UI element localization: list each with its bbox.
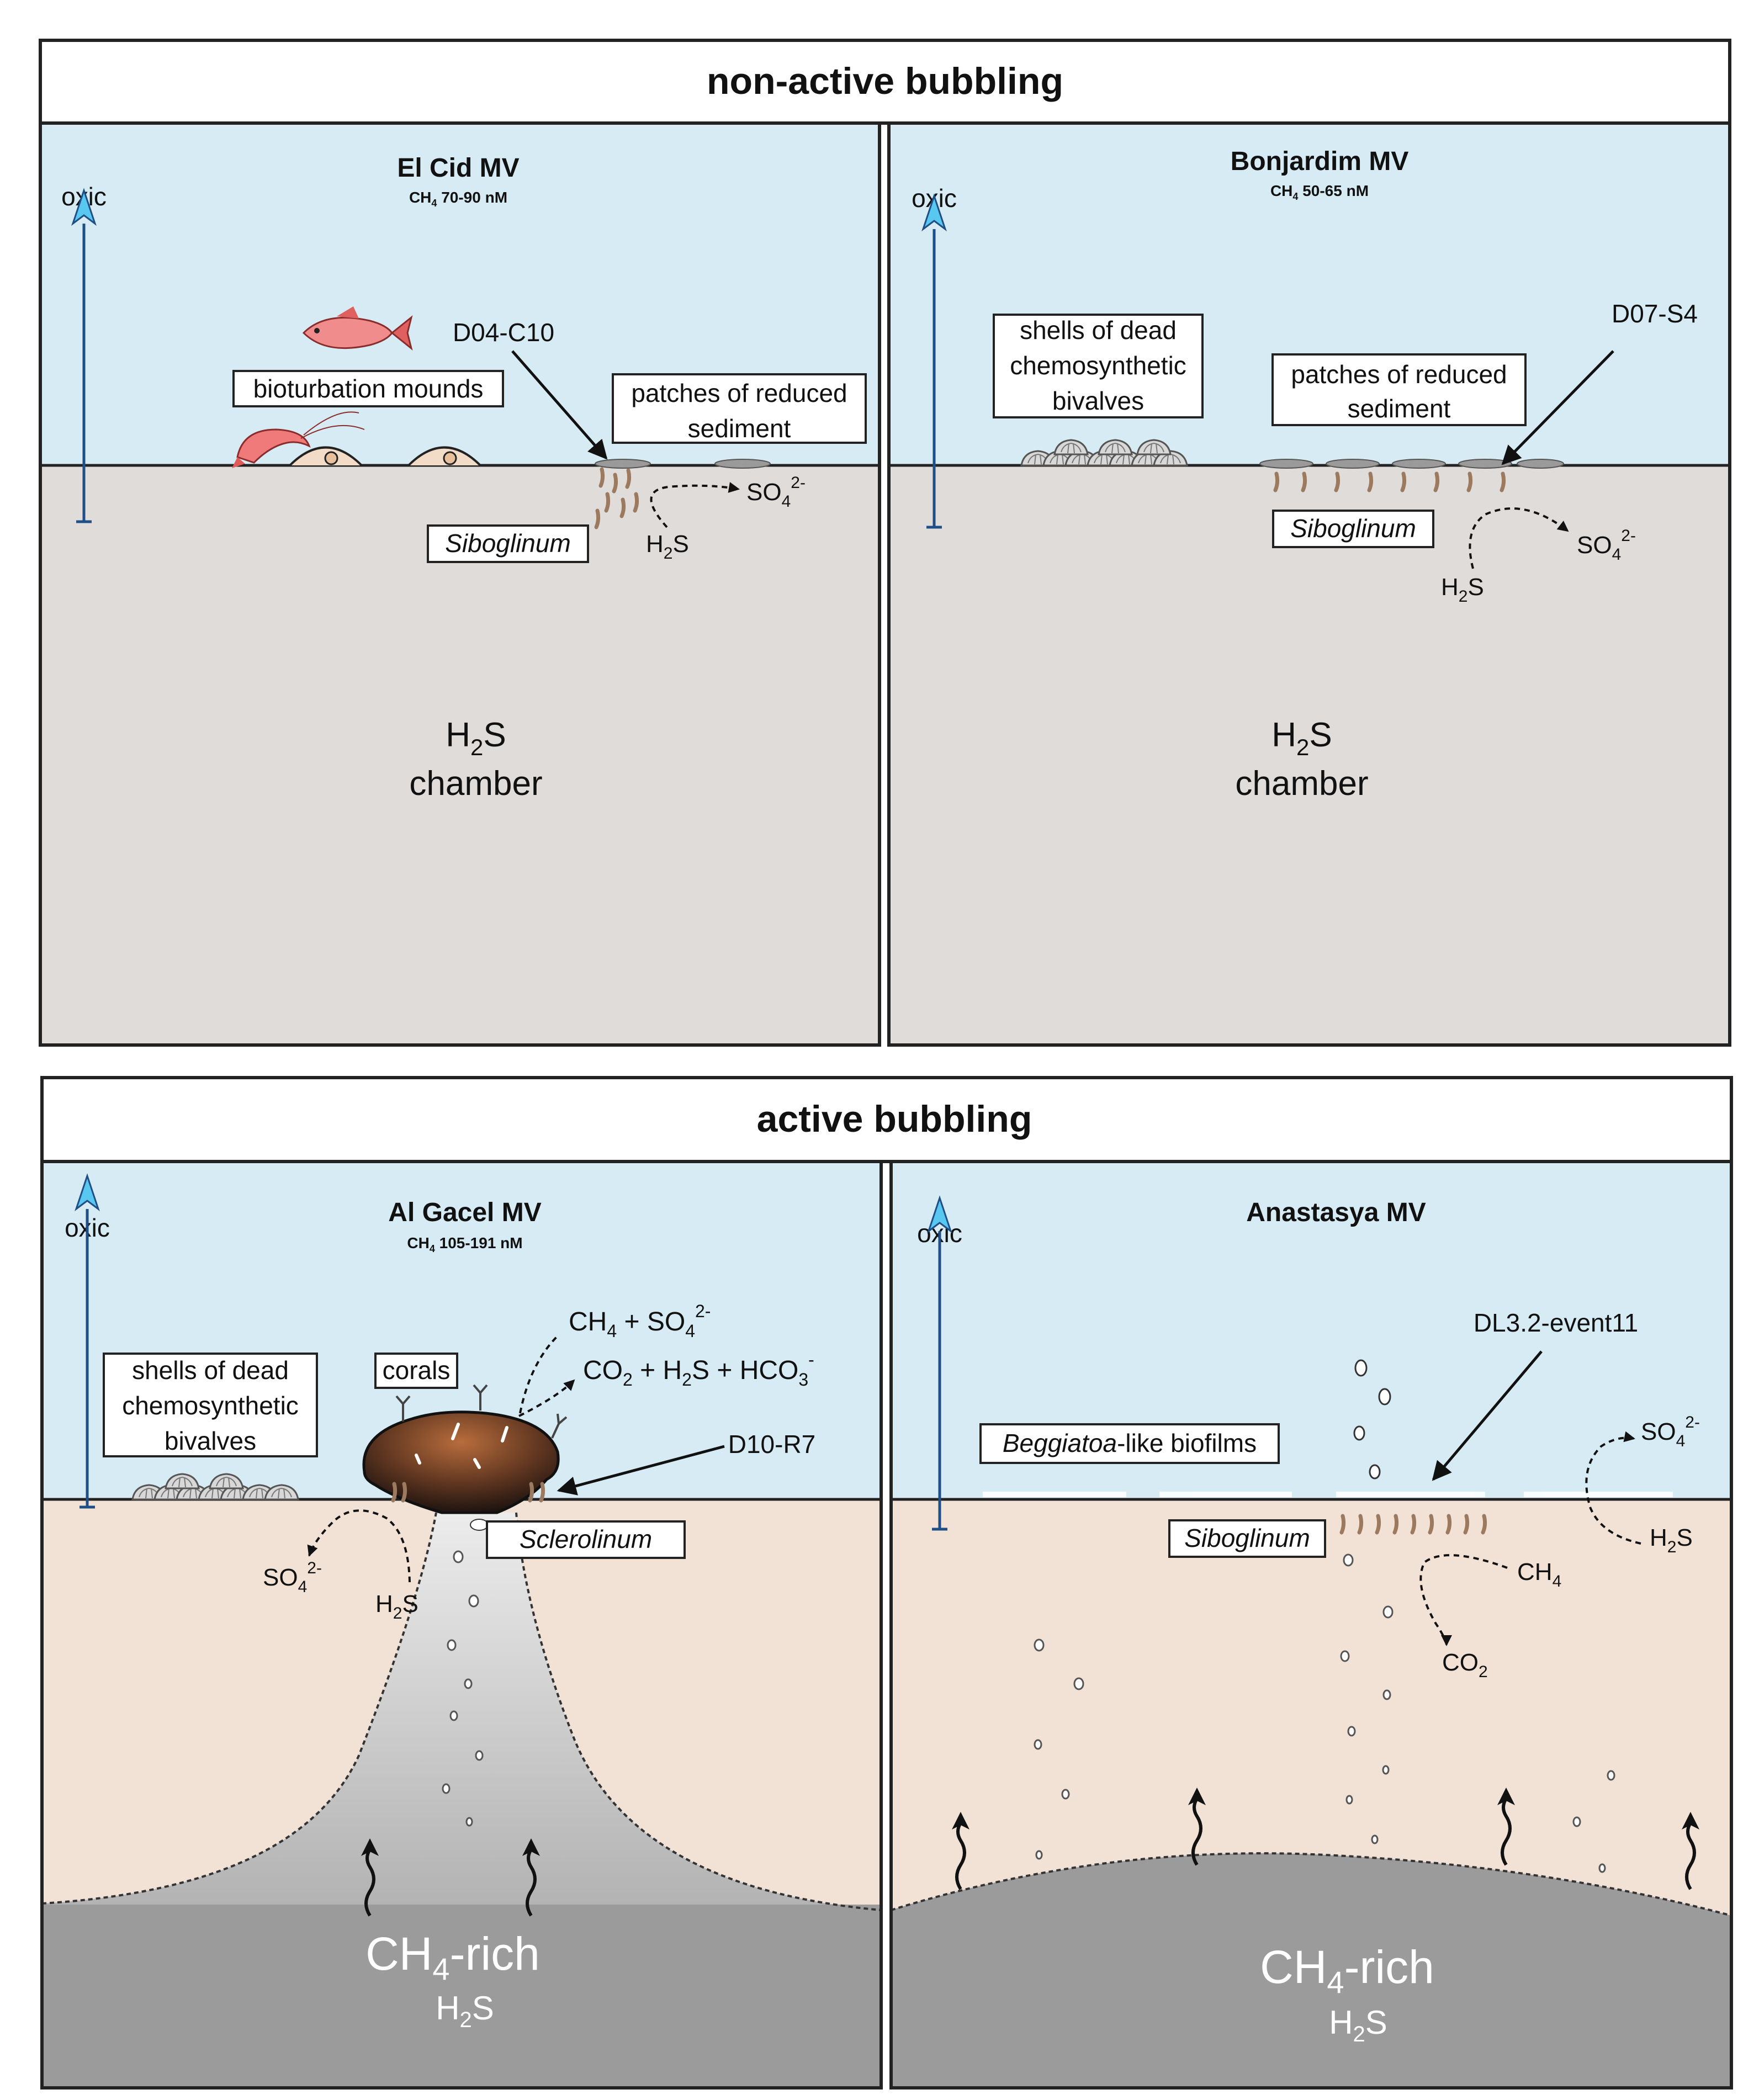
biofilm-mats <box>983 1492 1673 1497</box>
h2s-rich-label: H2S <box>1329 2004 1387 2046</box>
site-title: Bonjardim MV <box>1231 147 1409 176</box>
sample-arrow <box>511 350 608 460</box>
bottom-title: active bubbling <box>757 1098 1032 1140</box>
sample-arrow <box>1432 1350 1543 1481</box>
reduced-patches-box <box>1271 353 1527 426</box>
siboglinum-box <box>1168 1519 1326 1558</box>
h2s-label: H2S <box>1441 574 1484 606</box>
shells-line2: chemosynthetic <box>1010 351 1186 380</box>
shells-line1: shells of dead <box>132 1356 289 1385</box>
reaction-products: CO2 + H2S + HCO3- <box>583 1350 814 1390</box>
reduced-patches-line2: sediment <box>1348 394 1451 423</box>
siboglinum-label: Siboglinum <box>1184 1524 1310 1552</box>
shells-line3: bivalves <box>165 1426 256 1455</box>
h2s-label: H2S <box>375 1590 418 1622</box>
reduced-patches <box>1259 459 1564 469</box>
siboglinum-box <box>1272 510 1434 548</box>
h2s-rich-label: H2S <box>436 1990 494 2032</box>
so4-label: SO42- <box>746 474 806 511</box>
sample-label: D07-S4 <box>1612 299 1698 328</box>
sample-arrow <box>1501 350 1614 465</box>
reaction-reactants: CH4 + SO42- <box>569 1301 711 1341</box>
shells-box <box>103 1353 318 1457</box>
bioturbation-label: bioturbation mounds <box>253 374 484 403</box>
reduced-patch <box>595 459 651 469</box>
shells-box <box>993 314 1204 418</box>
sulfide-oxidation-arrow <box>650 482 740 528</box>
sample-label: D04-C10 <box>453 318 554 347</box>
top-title: non-active bubbling <box>707 60 1063 102</box>
so4-label: SO42- <box>263 1559 322 1596</box>
biofilm-label: Beggiatoa-like biofilms <box>1003 1429 1257 1457</box>
gas-bubbles <box>442 1550 484 1827</box>
chamber-label: chamber <box>1235 765 1368 803</box>
chamber-label: chamber <box>409 765 542 803</box>
h2s-label: H2S <box>1650 1524 1693 1556</box>
methane-rich-label: CH4-rich <box>365 1928 540 1986</box>
sample-arrow <box>557 1445 725 1496</box>
panel-al-gacel: Al Gacel MV CH4 105-191 nM oxic shells o… <box>40 1160 883 2090</box>
site-title: Anastasya MV <box>1246 1198 1426 1227</box>
corals-label: corals <box>383 1356 451 1385</box>
biofilm-box <box>979 1423 1280 1464</box>
shells-line2: chemosynthetic <box>122 1391 299 1420</box>
ch4-concentration: CH4 105-191 nM <box>407 1234 522 1254</box>
so4-label: SO42- <box>1641 1413 1700 1450</box>
sclerolinum-label: Sclerolinum <box>520 1525 652 1553</box>
reduced-patches-line1: patches of reduced <box>1291 360 1507 389</box>
methane-rich-zone <box>891 1853 1731 2088</box>
sulfide-oxidation-arrow <box>1469 507 1569 569</box>
site-title: El Cid MV <box>397 153 519 183</box>
top-title-box <box>39 39 1731 125</box>
shells-line3: bivalves <box>1052 386 1144 415</box>
reduced-patches-box <box>612 373 867 444</box>
coral-icons <box>395 1384 568 1439</box>
sediment-bubbles <box>1034 1553 1615 1873</box>
sulfide-oxidation-arrow <box>1585 1431 1641 1545</box>
panel-anastasya: Anastasya MV oxic DL3.2-event11 Beggiato… <box>889 1160 1733 2090</box>
siboglinum-label: Siboglinum <box>1290 514 1416 543</box>
chamber-h2s: H2S <box>1271 716 1332 760</box>
bottom-title-box <box>40 1076 1733 1163</box>
chamber-h2s: H2S <box>446 716 506 760</box>
siboglinum-label: Siboglinum <box>445 529 571 558</box>
sclerolinum-box <box>486 1520 686 1559</box>
siboglinum-box <box>427 524 589 563</box>
reduced-patches-line1: patches of reduced <box>631 379 847 407</box>
aom-arrow <box>519 1335 559 1414</box>
ch4-label: CH4 <box>1517 1558 1561 1590</box>
methane-rich-label: CH4-rich <box>1260 1941 1434 2000</box>
shells-line1: shells of dead <box>1020 316 1177 344</box>
shrimp-icon <box>232 411 365 468</box>
panel-bonjardim: Bonjardim MV CH4 50-65 nM oxic shells of… <box>887 121 1731 1047</box>
sample-label: D10-R7 <box>728 1430 816 1459</box>
water-bubbles <box>1353 1359 1391 1479</box>
site-title: Al Gacel MV <box>388 1198 541 1227</box>
h2s-label: H2S <box>646 531 689 563</box>
sulfide-oxidation-arrow <box>307 1509 411 1583</box>
ch4-concentration: CH4 70-90 nM <box>409 189 507 209</box>
reduced-patches-line2: sediment <box>688 414 791 443</box>
sample-label: DL3.2-event11 <box>1474 1308 1638 1337</box>
so4-label: SO42- <box>1577 527 1636 564</box>
bioturbation-box <box>232 370 504 407</box>
ch4-concentration: CH4 50-65 nM <box>1270 182 1369 202</box>
reduced-patch <box>714 459 771 469</box>
panel-el-cid: El Cid MV CH4 70-90 nM oxic bioturbation… <box>39 121 881 1047</box>
co2-label: CO2 <box>1442 1649 1488 1681</box>
corals-box <box>374 1353 458 1389</box>
fish-icon <box>302 306 413 351</box>
aom-product-arrow <box>518 1379 575 1417</box>
methane-oxidation-arrow <box>1419 1554 1508 1646</box>
